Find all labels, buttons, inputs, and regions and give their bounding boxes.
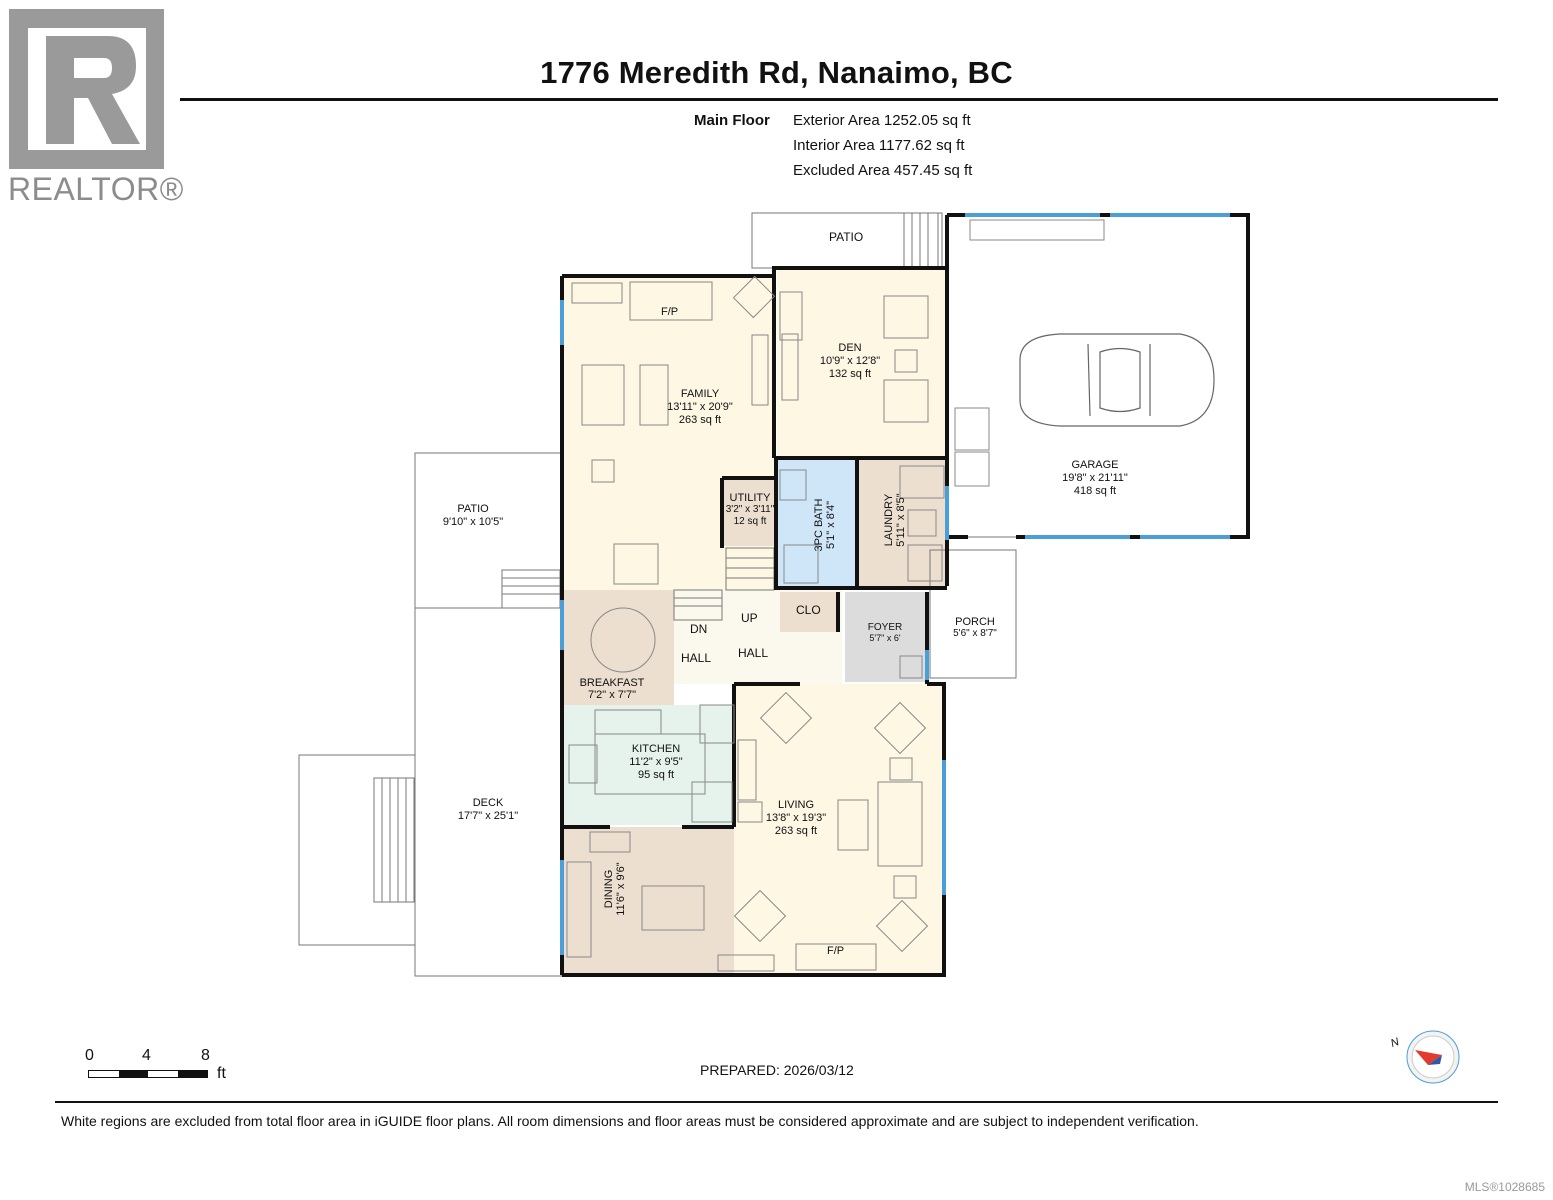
living-room-fill — [734, 684, 944, 974]
kitchen-room-dims: 11'2" x 9'5" — [629, 756, 683, 768]
breakfast-room-dims: 7'2" x 7'7" — [587, 689, 637, 701]
porch-outline — [929, 549, 1017, 679]
stair-down-label: DN — [690, 622, 708, 636]
deck-dims: 17'7" x 25'1" — [457, 810, 519, 822]
family-room-name: FAMILY — [680, 388, 720, 400]
clo-fill — [780, 592, 838, 632]
living-room-name: LIVING — [777, 799, 815, 811]
breakfast-room-name: BREAKFAST — [579, 677, 645, 689]
car-icon — [1019, 333, 1215, 427]
excluded-area: Excluded Area 457.45 sq ft — [793, 162, 973, 179]
dining-room-dims: 11'6" x 9'6" — [615, 862, 627, 916]
patio-side-name: PATIO — [457, 503, 489, 515]
garage-room-name: GARAGE — [1071, 459, 1119, 471]
family-fireplace-label: F/P — [661, 306, 679, 318]
foyer-label: FOYER 5'7" x 6' — [845, 622, 925, 644]
scale-bar — [88, 1070, 208, 1078]
dining-room-fill — [562, 827, 738, 973]
dining-room-label: DINING 11'6" x 9'6" — [603, 834, 627, 944]
floor-label: Main Floor — [694, 112, 770, 129]
kitchen-room-name: KITCHEN — [631, 743, 681, 755]
porch-dims: 5'6" x 8'7" — [953, 628, 997, 639]
patio-top-label: PATIO — [829, 230, 864, 244]
realtor-logo-text: REALTOR® — [8, 171, 184, 207]
hall-label-2: HALL — [738, 646, 769, 660]
family-room-area: 263 sq ft — [678, 414, 722, 426]
living-fireplace-label: F/P — [827, 945, 845, 957]
realtor-logo: REALTOR® — [8, 8, 183, 208]
living-room-dims: 13'8" x 19'3" — [765, 812, 827, 824]
dining-room-name: DINING — [603, 869, 615, 909]
bath-room-label: 3PC BATH 5'1" x 8'4" — [813, 460, 837, 590]
utility-room-name: UTILITY — [729, 492, 771, 504]
scale-unit: ft — [217, 1065, 226, 1082]
mls-number: MLS®1028685 — [1464, 1180, 1545, 1194]
den-room-dims: 10'9" x 12'8" — [819, 355, 881, 367]
stair-up-label: UP — [741, 611, 758, 625]
hall-label-1: HALL — [681, 651, 712, 665]
utility-room-fill — [724, 478, 776, 546]
prepared-date: PREPARED: 2026/03/12 — [700, 1062, 854, 1078]
garage-room-label: GARAGE 19'8" x 21'11" 418 sq ft — [1045, 459, 1145, 498]
garage-room-dims: 19'8" x 21'11" — [1062, 472, 1128, 484]
disclaimer-text: White regions are excluded from total fl… — [61, 1113, 1199, 1129]
realtor-r-icon — [9, 9, 164, 169]
kitchen-room-label: KITCHEN 11'2" x 9'5" 95 sq ft — [606, 743, 706, 782]
den-room-area: 132 sq ft — [828, 368, 872, 380]
patio-side-label: PATIO 9'10" x 10'5" — [423, 503, 523, 529]
den-room-fill — [777, 268, 947, 458]
page-title: 1776 Meredith Rd, Nanaimo, BC — [540, 55, 1013, 90]
exterior-area: Exterior Area 1252.05 sq ft — [793, 112, 971, 129]
den-room-name: DEN — [838, 342, 862, 354]
interior-area: Interior Area 1177.62 sq ft — [793, 137, 965, 154]
garage-room-area: 418 sq ft — [1073, 485, 1117, 497]
porch-name: PORCH — [955, 616, 995, 628]
utility-room-dims: 3'2" x 3'11" — [725, 504, 775, 515]
bath-room-dims: 5'1" x 8'4" — [825, 500, 837, 550]
deck-label: DECK 17'7" x 25'1" — [438, 797, 538, 823]
breakfast-room-fill — [562, 590, 674, 705]
utility-room-area: 12 sq ft — [733, 516, 767, 527]
kitchen-room-area: 95 sq ft — [637, 769, 675, 781]
compass: N — [1389, 1030, 1464, 1086]
scale-label-4: 4 — [142, 1047, 151, 1064]
family-room-dims: 13'11" x 20'9" — [667, 401, 733, 413]
deck-name: DECK — [472, 797, 504, 809]
living-room-area: 263 sq ft — [774, 825, 818, 837]
deck-outline — [414, 607, 563, 977]
scale-label-8: 8 — [201, 1047, 210, 1064]
clo-label: CLO — [796, 603, 821, 617]
family-room-label: FAMILY 13'11" x 20'9" 263 sq ft — [640, 388, 760, 427]
porch-label: PORCH 5'6" x 8'7" — [925, 616, 1025, 640]
foyer-name: FOYER — [867, 622, 903, 633]
compass-icon — [1406, 1030, 1460, 1084]
laundry-room-fill — [857, 458, 947, 586]
laundry-room-dims: 5'11" x 8'5" — [895, 493, 907, 547]
patio-side-dims: 9'10" x 10'5" — [442, 516, 504, 528]
title-divider — [180, 98, 1498, 101]
foyer-dims: 5'7" x 6' — [869, 633, 901, 643]
deck-stair-outline — [298, 754, 416, 946]
foyer-fill — [845, 592, 927, 682]
utility-room-label: UTILITY 3'2" x 3'11" 12 sq ft — [720, 492, 780, 528]
patio-side-outline — [414, 452, 563, 609]
laundry-room-name: LAUNDRY — [883, 493, 895, 547]
breakfast-room-label: BREAKFAST 7'2" x 7'7" — [562, 677, 662, 701]
bath-room-fill — [778, 458, 856, 586]
laundry-room-label: LAUNDRY 5'11" x 8'5" — [883, 455, 907, 585]
footer-divider — [55, 1101, 1498, 1103]
scale-label-0: 0 — [85, 1047, 94, 1064]
bath-room-name: 3PC BATH — [813, 498, 825, 552]
den-room-label: DEN 10'9" x 12'8" 132 sq ft — [800, 342, 900, 381]
living-room-label: LIVING 13'8" x 19'3" 263 sq ft — [746, 799, 846, 838]
